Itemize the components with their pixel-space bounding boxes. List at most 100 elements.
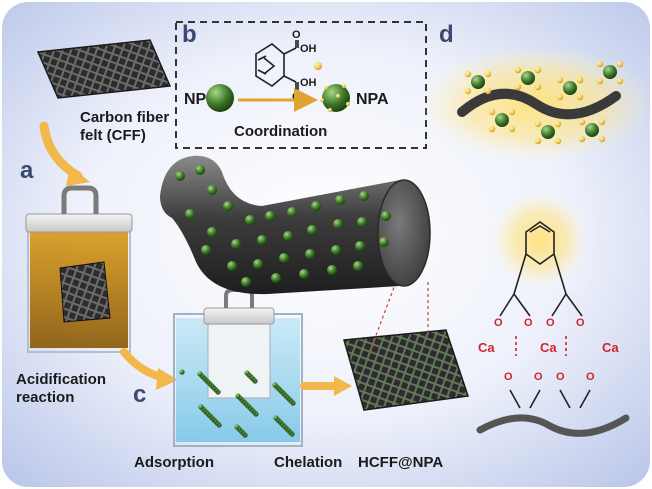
tube-particle <box>271 273 281 283</box>
ligand-particle <box>534 120 542 128</box>
ligand-particle <box>534 137 542 145</box>
npa-sphere <box>322 84 350 112</box>
tube-particle <box>355 241 365 251</box>
o-top: O <box>292 29 301 41</box>
tube-particle <box>279 253 289 263</box>
ligand-particle <box>556 76 564 84</box>
ligand-dot <box>342 84 346 88</box>
tube-particle <box>307 225 317 235</box>
panel-label-b: b <box>182 21 197 48</box>
ligand-particle <box>556 93 564 101</box>
adsorbed-particle <box>198 404 204 410</box>
cff-label-line2: felt (CFF) <box>80 127 146 144</box>
ligand-dot <box>320 98 324 102</box>
ligand-particle <box>578 135 586 143</box>
adsorbed-particle <box>244 370 250 376</box>
adsorbed-particle <box>179 369 185 375</box>
ligand-particle <box>488 108 496 116</box>
oh-top: OH <box>300 43 317 55</box>
tube-particle <box>357 217 367 227</box>
ligand-particle <box>484 70 492 78</box>
panel-label-a: a <box>20 157 34 184</box>
tube-particle <box>253 259 263 269</box>
carbon-fiber-felt <box>36 39 172 99</box>
ligand-dot <box>336 94 340 98</box>
tube-particle <box>283 231 293 241</box>
tube-particle <box>175 171 185 181</box>
npa-molecule <box>255 40 299 90</box>
oh-bottom: OH <box>300 77 317 89</box>
tube-particle <box>227 261 237 271</box>
adsorbed-particle <box>234 424 240 430</box>
ligand-particle <box>514 83 522 91</box>
oxygen-label: O <box>494 317 503 329</box>
oxygen-label: O <box>546 317 555 329</box>
calcium-label: Ca <box>602 340 619 355</box>
tube-particle <box>327 265 337 275</box>
coordination-label: Coordination <box>234 123 327 140</box>
arrow-to-product-head <box>334 376 352 396</box>
molecule-glow <box>492 192 588 288</box>
tube-particle <box>359 191 369 201</box>
arrow-to-acidification-head <box>66 166 90 186</box>
ligand-particle <box>616 77 624 85</box>
ligand-particle <box>616 60 624 68</box>
ligand-particle <box>464 70 472 78</box>
ligand-particle <box>514 66 522 74</box>
oxygen-label: O <box>576 317 585 329</box>
ligand-dot <box>324 86 328 90</box>
np-particle <box>521 71 535 85</box>
tube-particle <box>207 227 217 237</box>
tube-particle <box>201 245 211 255</box>
tube-particle <box>265 211 275 221</box>
lower-chain <box>476 414 630 437</box>
adsorbed-particle <box>273 415 279 421</box>
tube-particle <box>299 269 309 279</box>
calcium-label: Ca <box>540 340 557 355</box>
adsorbed-particle <box>197 371 203 377</box>
adsorption-label: Adsorption <box>134 454 214 471</box>
ligand-dot <box>314 62 322 70</box>
ligand-particle <box>464 87 472 95</box>
npa-label: NPA <box>356 91 389 108</box>
tube-particle <box>185 209 195 219</box>
ligand-particle <box>598 118 606 126</box>
np-particle <box>563 81 577 95</box>
ligand-particle <box>596 60 604 68</box>
ligand-particle <box>508 125 516 133</box>
adsorption-beaker <box>173 288 303 447</box>
tube-particle <box>353 261 363 271</box>
ligand-particle <box>534 83 542 91</box>
ligand-particle <box>576 76 584 84</box>
panel-label-d: d <box>439 21 454 48</box>
tube-particle <box>207 185 217 195</box>
ligand-particle <box>488 125 496 133</box>
ligand-particle <box>596 77 604 85</box>
chelate-structure <box>499 221 591 409</box>
modified-fiber-tube <box>160 155 431 295</box>
ligand-particle <box>534 66 542 74</box>
chelation-label: Chelation <box>274 454 342 471</box>
ligand-particle <box>576 93 584 101</box>
adsorbed-particle <box>272 382 278 388</box>
oxygen-label: O <box>556 371 565 383</box>
tube-particle <box>257 235 267 245</box>
ligand-particle <box>554 120 562 128</box>
np-sphere <box>206 84 234 112</box>
acidification-label-line1: Acidification <box>16 371 106 388</box>
tube-particle <box>335 195 345 205</box>
tube-particle <box>287 207 297 217</box>
tube-particle <box>311 201 321 211</box>
npa-ligands <box>320 84 350 112</box>
np-particle <box>585 123 599 137</box>
cff-label-line1: Carbon fiber <box>80 109 169 126</box>
tube-particle <box>305 249 315 259</box>
adsorbed-particle <box>235 393 241 399</box>
product-label: HCFF@NPA <box>358 454 443 471</box>
ligand-particle <box>484 87 492 95</box>
tube-particle <box>223 201 233 211</box>
np-particle <box>471 75 485 89</box>
tube-particle <box>381 211 391 221</box>
panel-label-c: c <box>133 381 146 408</box>
